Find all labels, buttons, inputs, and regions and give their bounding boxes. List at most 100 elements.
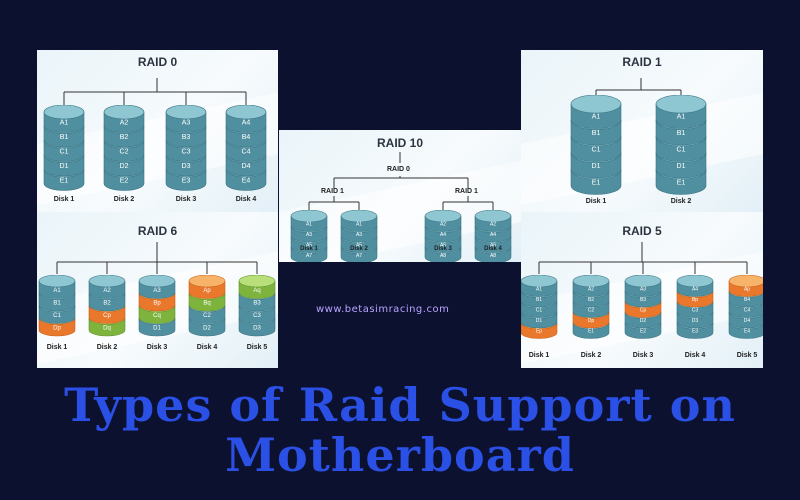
raid6-disk-1-layer-top bbox=[38, 275, 76, 288]
headline-line2: Motherboard bbox=[225, 428, 575, 482]
raid5-disk-label: Disk 1 bbox=[528, 352, 550, 359]
headline-line1: Types of Raid Support on bbox=[64, 378, 736, 432]
raid10-disk-4-block-label: A4 bbox=[490, 232, 496, 238]
raid5-disk-4-block-label: E3 bbox=[692, 329, 698, 335]
raid5-disk-3-block-label: E2 bbox=[640, 329, 646, 335]
raid1-disk-1-block-label: E1 bbox=[592, 180, 601, 187]
raid5-disk-3-block-label: Cp bbox=[640, 308, 647, 314]
raid0-connector-lines bbox=[63, 78, 247, 106]
raid1-disk-2-block-label: A1 bbox=[677, 114, 686, 121]
raid5-connector-lines bbox=[538, 242, 748, 274]
raid10-disk-label: Disk 3 bbox=[434, 246, 452, 252]
raid5-disk-5-block-label: B4 bbox=[744, 297, 750, 303]
raid6-disk-4-layer-top bbox=[188, 275, 226, 288]
raid1-disk-label: Disk 2 bbox=[670, 198, 692, 205]
raid5-disk-1-block-label: B1 bbox=[536, 297, 542, 303]
raid10-disk-1-block-label: A3 bbox=[306, 232, 312, 238]
raid0-disk-label: Disk 3 bbox=[175, 196, 197, 203]
raid6-disk-label: Disk 2 bbox=[96, 344, 118, 351]
raid6-disk-label: Disk 5 bbox=[246, 344, 268, 351]
raid6-disk-5-block-label: D3 bbox=[253, 325, 261, 331]
raid10-disk-3-layer-top bbox=[424, 210, 462, 223]
raid10-disk-1-block-label: A7 bbox=[306, 253, 312, 259]
raid5-disk-2-block-label: E1 bbox=[588, 329, 594, 335]
raid0-disk-4-block-label: A4 bbox=[242, 119, 251, 126]
raid6-disk-4-block-label: C2 bbox=[203, 313, 211, 319]
raid1-disk-1-layer-top bbox=[570, 95, 622, 114]
raid10-title: RAID 10 bbox=[376, 136, 423, 150]
raid0-disk-1-block-label: A1 bbox=[60, 119, 69, 126]
raid5-disk-3-block-label: B3 bbox=[640, 297, 646, 303]
raid5-disk-label: Disk 2 bbox=[580, 352, 602, 359]
raid6-disk-label: Disk 4 bbox=[196, 344, 218, 351]
raid0-disk-2-block-label: A2 bbox=[120, 119, 129, 126]
raid5-disk-1-block-label: D1 bbox=[536, 318, 543, 324]
raid0-disk-4-block-label: C4 bbox=[242, 148, 251, 155]
raid0-disk-3-block-label: E3 bbox=[182, 177, 191, 184]
raid0-disk-3-block-label: A3 bbox=[182, 119, 191, 126]
raid1-disk-2-block-label: E1 bbox=[677, 180, 686, 187]
raid5-disk-4-block-label: C3 bbox=[692, 308, 699, 314]
raid6-disk-3-block-label: D1 bbox=[153, 325, 161, 331]
raid10-disk-1-block-label: A5 bbox=[306, 243, 312, 249]
raid6-connector-lines bbox=[56, 242, 258, 274]
raid6-disk-1-block-label: A1 bbox=[53, 288, 61, 294]
raid0-disk-1-layer-top bbox=[43, 105, 85, 120]
raid5-disk-label: Disk 4 bbox=[684, 352, 706, 359]
raid5-disk-5-block-label: Ap bbox=[744, 287, 750, 293]
raid0-disk-2-block-label: C2 bbox=[120, 148, 129, 155]
raid5-disk-5-block-label: D4 bbox=[744, 318, 751, 324]
raid1-disk-1-block-label: C1 bbox=[592, 147, 601, 154]
raid1-disk-2-block-label: C1 bbox=[677, 147, 686, 154]
raid5-disk-2-block-label: A2 bbox=[588, 287, 594, 293]
raid6-disk-3-block-label: Cq bbox=[153, 313, 161, 319]
raid1-disk-2-block-label: D1 bbox=[677, 163, 686, 170]
raid10-disk-label: Disk 4 bbox=[484, 246, 502, 252]
raid10-sub-raid1-right: RAID 1 bbox=[455, 188, 478, 195]
raid5-disk-3-block-label: D2 bbox=[640, 318, 647, 324]
raid10-disk-4-block-label: A6 bbox=[490, 243, 496, 249]
raid6-disk-5-block-label: C3 bbox=[253, 313, 261, 319]
raid6-disk-1-block-label: Dp bbox=[53, 325, 61, 331]
raid5-disk-4-block-label: A4 bbox=[692, 287, 698, 293]
raid5-disk-2-block-label: B2 bbox=[588, 297, 594, 303]
raid10-disk-1-icon: A7 A5 A3 A1 bbox=[290, 210, 328, 262]
raid10-disk-label: Disk 2 bbox=[350, 246, 368, 252]
raid10-disk-3-block-label: A6 bbox=[440, 243, 446, 249]
raid10-disk-4-layer-top bbox=[474, 210, 512, 223]
website-url[interactable]: www.betasimracing.com bbox=[316, 304, 450, 315]
raid6-title: RAID 6 bbox=[137, 224, 178, 238]
raid5-disk-5-block-label: C4 bbox=[744, 308, 751, 314]
raid10-disk-3-block-label: A8 bbox=[440, 253, 446, 259]
raid10-disk-1-block-label: A1 bbox=[306, 222, 312, 228]
raid6-disk-2-block-label: A2 bbox=[103, 288, 111, 294]
raid6-disk-5-block-label: B3 bbox=[253, 300, 261, 306]
raid10-disk-2-block-label: A3 bbox=[356, 232, 362, 238]
raid10-disk-2-block-label: A1 bbox=[356, 222, 362, 228]
raid6-disk-3-block-label: Bp bbox=[153, 300, 161, 306]
raid6-disk-4-block-label: D2 bbox=[203, 325, 211, 331]
raid6-disk-1-block-label: C1 bbox=[53, 313, 61, 319]
raid0-disk-1-block-label: C1 bbox=[60, 148, 69, 155]
raid1-disk-2-layer-top bbox=[655, 95, 707, 114]
raid5-disk-4-layer-top bbox=[676, 275, 714, 288]
raid0-disk-1-block-label: B1 bbox=[60, 134, 69, 141]
raid5-disk-1-block-label: C1 bbox=[536, 308, 543, 314]
raid10-disk-4-block-label: A2 bbox=[490, 222, 496, 228]
raid1-disk-1-block-label: A1 bbox=[592, 114, 601, 121]
raid0-disk-2-block-label: E2 bbox=[120, 177, 129, 184]
raid6-disk-3-layer-top bbox=[138, 275, 176, 288]
raid0-disk-4-block-label: D4 bbox=[242, 163, 251, 170]
